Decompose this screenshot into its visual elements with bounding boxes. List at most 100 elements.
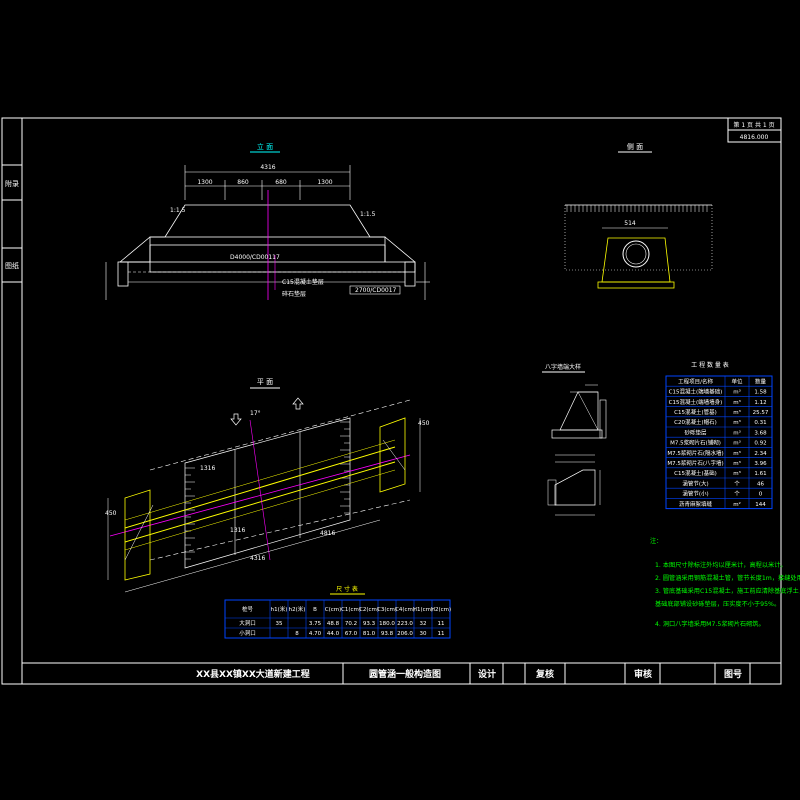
- side-tab-1: 附录: [5, 179, 19, 188]
- plan-title: 平 面: [257, 378, 273, 386]
- dim-cell: 44.0: [327, 631, 340, 637]
- svg-text:1300: 1300: [317, 179, 332, 186]
- svg-text:450: 450: [418, 420, 430, 427]
- dim-header-cell: 桩号: [242, 605, 254, 613]
- dim-cell: 11: [438, 621, 445, 627]
- qty-cell: m³: [733, 399, 741, 406]
- qty-cell: C15混凝土(基础): [674, 469, 717, 477]
- qty-cell: m²: [733, 501, 741, 508]
- qty-cell: 0.92: [754, 441, 766, 447]
- qty-cell: C15混凝土(端墙基础): [669, 388, 723, 396]
- elevation-view: 立 面 4316 1300 860 680 1300 1:1.5 1:1.5 D…: [105, 142, 430, 300]
- qty-cell: m³: [733, 409, 741, 416]
- dimension-table-title: 尺 寸 表: [336, 585, 358, 593]
- qty-cell: C15混凝土(管基): [674, 408, 717, 416]
- qty-cell: 3.96: [754, 461, 767, 467]
- drawing-no: 4816.000: [740, 134, 769, 141]
- qty-cell: M7.5浆砌片石(隔水墙): [667, 449, 723, 457]
- dim-cell: 32: [420, 621, 427, 627]
- plan-view: 平 面 17° 4316 1316 1316 4816 450: [105, 378, 430, 593]
- dim-cell: 93.3: [363, 621, 376, 627]
- dim-cell: 30: [420, 631, 427, 637]
- dim-header-cell: C3(cm): [377, 607, 397, 613]
- dim-header-cell: h1(米): [271, 605, 288, 613]
- qty-cell: 2.34: [754, 451, 767, 457]
- dim-header-cell: B: [313, 607, 317, 613]
- note-2: 2. 圆管涵采用钢筋混凝土管，管节长度1m，接缝处用沥青麻絮填塞。: [655, 574, 800, 582]
- wingwall-title: 八字墙端大样: [545, 363, 581, 371]
- wingwall-detail: 八字墙端大样: [542, 363, 607, 516]
- svg-text:1316: 1316: [230, 527, 245, 534]
- dim-header-cell: C4(cm): [395, 607, 415, 613]
- qty-cell: 1.12: [754, 400, 766, 406]
- dim-header-cell: C2(cm): [359, 607, 379, 613]
- dim-cell: 67.0: [345, 631, 358, 637]
- dim-header-cell: H1(cm): [413, 607, 433, 613]
- qty-cell: C15混凝土(端墙墙身): [669, 398, 723, 406]
- qty-cell: 144: [755, 502, 766, 508]
- dim-header-cell: h2(米): [289, 605, 306, 613]
- quantity-table-title: 工 程 数 量 表: [691, 361, 729, 369]
- dim-cell: 大洞口: [239, 619, 256, 627]
- elev-total-dim: 4316: [260, 164, 275, 171]
- qty-cell: 1.58: [754, 390, 767, 396]
- qty-cell: m³: [733, 429, 741, 436]
- qty-header-cell: 单位: [731, 377, 743, 385]
- drawing-number-label: 图号: [724, 669, 742, 680]
- dim-cell: 206.0: [397, 631, 413, 637]
- svg-text:1316: 1316: [200, 465, 215, 472]
- svg-text:碎石垫层: 碎石垫层: [282, 290, 306, 298]
- qty-cell: m³: [733, 450, 741, 457]
- checked-label: 复核: [535, 668, 554, 680]
- page-info-block: 第 1 页 共 1 页 4816.000: [727, 117, 782, 143]
- note-4: 基础底部铺设砂砾垫层，压实度不小于95%。: [655, 600, 780, 608]
- qty-cell: m³: [733, 440, 741, 447]
- svg-text:860: 860: [237, 179, 249, 186]
- qty-cell: 46: [757, 481, 764, 487]
- qty-cell: 1.61: [754, 471, 766, 477]
- designed-label: 设计: [478, 668, 496, 680]
- side-view: 侧 面 514: [564, 142, 713, 289]
- dim-cell: 3.75: [309, 621, 322, 627]
- side-title: 侧 面: [627, 142, 643, 151]
- qty-cell: m³: [733, 419, 741, 426]
- notes: 注： 1. 本图尺寸除标注外均以厘米计，高程以米计。 2. 圆管涵采用钢筋混凝土…: [650, 537, 800, 628]
- dim-cell: 11: [438, 631, 445, 637]
- svg-text:17°: 17°: [250, 410, 261, 417]
- qty-cell: m³: [733, 470, 741, 477]
- svg-text:图纸: 图纸: [5, 261, 19, 270]
- page-info: 第 1 页 共 1 页: [733, 121, 774, 129]
- dim-header-cell: H2(cm): [431, 607, 451, 613]
- dim-header-cell: C1(cm): [341, 607, 361, 613]
- qty-cell: m³: [733, 460, 741, 467]
- dim-cell: 4.70: [309, 631, 322, 637]
- svg-text:680: 680: [275, 179, 287, 186]
- dim-cell: 48.8: [327, 621, 340, 627]
- svg-text:1:1.5: 1:1.5: [360, 211, 376, 218]
- qty-cell: 沥青麻絮填缝: [679, 500, 713, 508]
- qty-cell: 0.31: [754, 420, 766, 426]
- project-name: XX县XX镇XX大道新建工程: [196, 668, 310, 680]
- svg-text:4816: 4816: [320, 530, 335, 537]
- qty-cell: 砂砾垫层: [684, 428, 707, 436]
- note-5: 4. 洞口八字墙采用M7.5浆砌片石砌筑。: [655, 620, 765, 628]
- svg-text:514: 514: [624, 220, 636, 227]
- qty-cell: 25.57: [753, 410, 769, 416]
- note-1: 1. 本图尺寸除标注外均以厘米计，高程以米计。: [655, 561, 787, 569]
- qty-cell: 0: [759, 492, 763, 498]
- dim-cell: 180.0: [379, 621, 395, 627]
- qty-cell: M7.5浆砌片石(八字墙): [667, 459, 723, 467]
- svg-text:2700/CD0017: 2700/CD0017: [355, 287, 397, 294]
- dim-cell: 223.0: [397, 621, 413, 627]
- drawing-name: 圆管涵一般构造图: [369, 668, 441, 680]
- qty-header-cell: 工程项目/名称: [678, 377, 713, 385]
- qty-cell: M7.5浆砌片石(铺砌): [670, 439, 721, 447]
- qty-cell: 个: [734, 491, 740, 498]
- svg-text:1:1.5: 1:1.5: [170, 207, 186, 214]
- reviewed-label: 审核: [634, 668, 652, 680]
- inner-frame: [21, 117, 782, 685]
- dim-cell: 70.2: [345, 621, 357, 627]
